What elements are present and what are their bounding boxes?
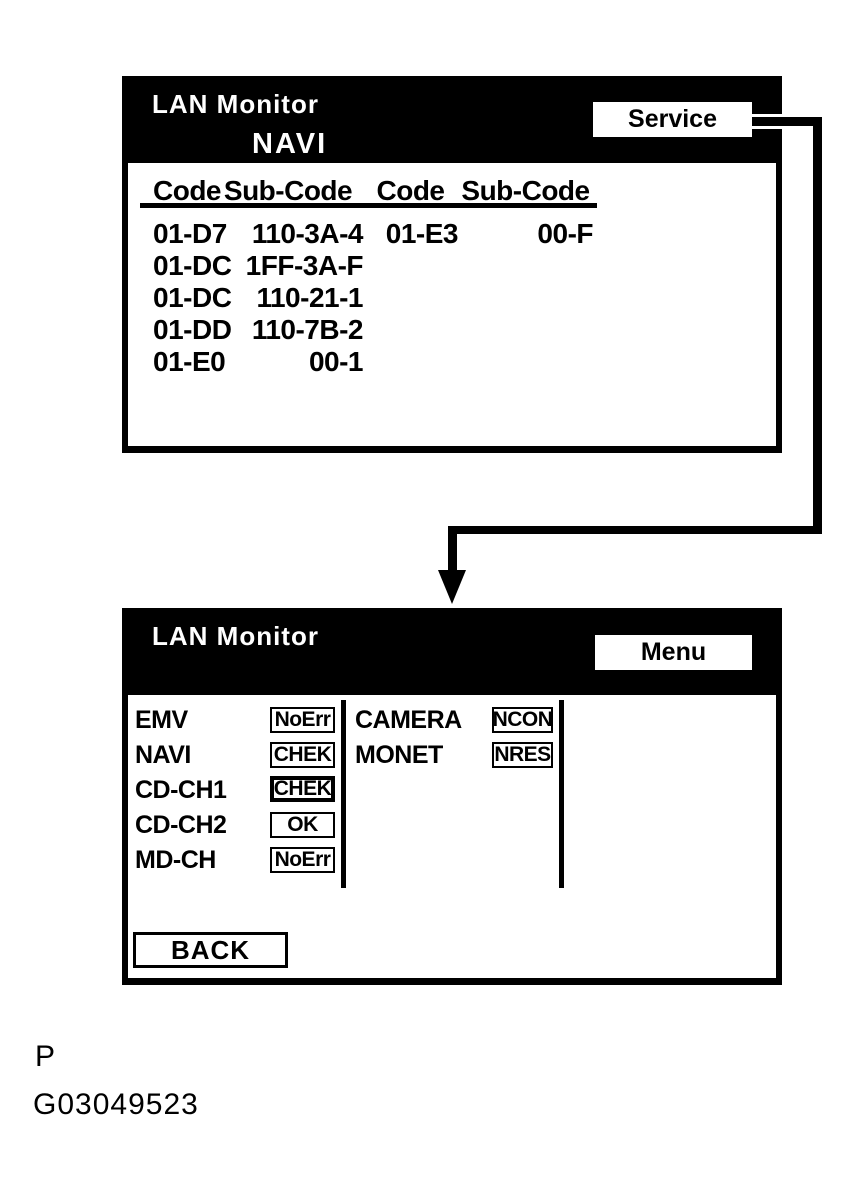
screen2-title: LAN Monitor <box>152 621 319 651</box>
flow-arrow-segment-right <box>813 117 822 534</box>
code-table-rows: 01-D7 110-3A-4 01-E3 00-F 01-DC 1FF-3A-F… <box>153 218 594 378</box>
cell: 00-F <box>537 218 593 249</box>
list-item: CAMERA <box>355 706 462 734</box>
cell: 1FF-3A-F <box>245 250 364 281</box>
screen-navi-codes: LAN Monitor NAVI Service Code Sub-Code C… <box>122 76 782 453</box>
cell <box>363 314 458 346</box>
list-item: CD-CH2 <box>135 811 227 839</box>
screen1-title: LAN Monitor <box>152 89 319 119</box>
flow-arrow-segment-top <box>752 114 822 129</box>
status-badge-navi[interactable]: CHEK <box>270 742 335 768</box>
cell <box>458 250 593 282</box>
code-table-header: Code Sub-Code Code Sub-Code <box>153 177 593 205</box>
cell: 01-DC <box>153 250 232 281</box>
cell: 01-DD <box>153 314 232 345</box>
status-badge-emv[interactable]: NoErr <box>270 707 335 733</box>
cell: 01-E3 <box>385 218 459 249</box>
cell <box>363 282 458 314</box>
header-code-2: Code <box>376 175 446 206</box>
figure-id: G03049523 <box>33 1088 199 1121</box>
column-divider <box>559 700 564 888</box>
cell <box>458 346 593 378</box>
cell: 110-7B-2 <box>251 314 364 345</box>
cell <box>458 314 593 346</box>
cell: 110-21-1 <box>256 282 363 313</box>
header-subcode-2: Sub-Code <box>461 175 590 206</box>
status-badge-cd-ch2[interactable]: OK <box>270 812 335 838</box>
screen1-subtitle: NAVI <box>252 128 328 160</box>
status-badge-cd-ch1-selected[interactable]: CHEK <box>270 776 335 802</box>
list-item: NAVI <box>135 741 191 769</box>
device-label: CD-CH2 <box>135 811 227 839</box>
cell: 01-E0 <box>153 346 226 377</box>
cell: 110-3A-4 <box>251 218 364 249</box>
device-label: NAVI <box>135 741 191 769</box>
menu-button[interactable]: Menu <box>595 635 752 670</box>
screen2-body: EMV NoErr NAVI CHEK CD-CH1 CHEK CD-CH2 O… <box>128 695 776 978</box>
flow-arrow-segment-down <box>448 526 457 572</box>
cell: 00-1 <box>308 346 364 377</box>
cell <box>363 346 458 378</box>
flow-arrow-segment-across <box>448 526 822 534</box>
device-label: EMV <box>135 706 188 734</box>
device-label: MD-CH <box>135 846 216 874</box>
flow-arrowhead-icon <box>438 570 466 604</box>
header-subcode-1: Sub-Code <box>223 175 353 206</box>
device-label: CAMERA <box>355 706 462 734</box>
figure-page-label: P <box>35 1040 56 1073</box>
table-header-rule <box>140 203 597 208</box>
screen-lan-status: LAN Monitor Menu EMV NoErr NAVI CHEK CD-… <box>122 608 782 985</box>
column-divider <box>341 700 346 888</box>
list-item: MD-CH <box>135 846 216 874</box>
screen1-body: Code Sub-Code Code Sub-Code 01-D7 110-3A… <box>128 163 776 446</box>
status-badge-camera[interactable]: NCON <box>492 707 553 733</box>
device-label: MONET <box>355 741 443 769</box>
list-item: CD-CH1 <box>135 776 227 804</box>
cell <box>363 250 458 282</box>
header-code-1: Code <box>153 175 222 206</box>
device-label: CD-CH1 <box>135 776 227 804</box>
status-badge-md-ch[interactable]: NoErr <box>270 847 335 873</box>
status-badge-monet[interactable]: NRES <box>492 742 553 768</box>
cell: 01-DC <box>153 282 232 313</box>
list-item: MONET <box>355 741 443 769</box>
cell: 01-D7 <box>153 218 227 249</box>
back-button[interactable]: BACK <box>133 932 288 968</box>
service-button[interactable]: Service <box>593 102 752 137</box>
list-item: EMV <box>135 706 188 734</box>
cell <box>458 282 593 314</box>
